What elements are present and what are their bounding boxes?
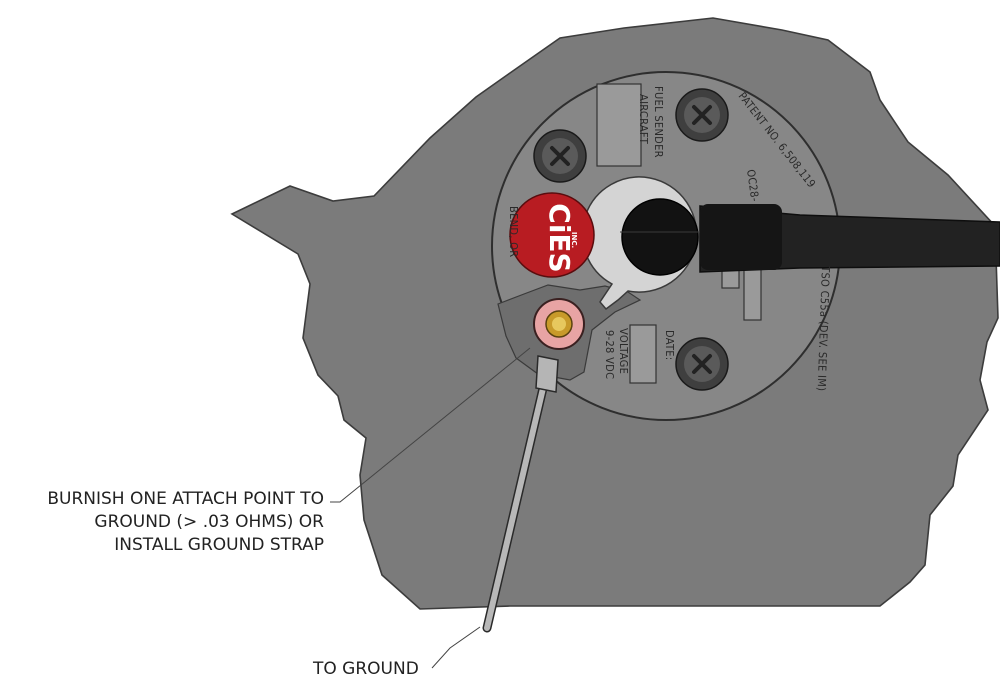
screw-top-right xyxy=(675,88,729,142)
date-label-box xyxy=(629,324,657,384)
plate-date: DATE: xyxy=(663,330,676,360)
plate-voltage: VOLTAGE xyxy=(617,328,630,374)
plate-tso: TSO C55a (DEV. SEE IM) xyxy=(815,265,832,392)
tab-rect-2 xyxy=(743,267,762,321)
burnish-callout-line-1: BURNISH ONE ATTACH POINT TO xyxy=(47,489,324,509)
burnish-callout: BURNISH ONE ATTACH POINT TO GROUND (> .0… xyxy=(47,488,324,557)
wire-crimp xyxy=(535,355,559,393)
plate-aircraft: AIRCRAFT xyxy=(637,94,650,145)
cies-logo: CiES INC. xyxy=(509,192,595,278)
plate-model: OC28- xyxy=(744,169,761,203)
fuel-sender-label-box xyxy=(596,83,642,167)
logo-subtext: INC. xyxy=(570,232,578,248)
cable-boot xyxy=(700,204,782,270)
ground-leader-line xyxy=(431,626,481,669)
burnish-leader-line xyxy=(330,347,531,503)
cable-connector-head xyxy=(621,198,699,276)
logo-text: CiES xyxy=(543,203,576,272)
plate-fuel-sender: FUEL SENDER xyxy=(652,86,665,158)
screw-top-left xyxy=(533,129,587,183)
ring-terminal xyxy=(533,298,585,350)
to-ground-callout: TO GROUND xyxy=(313,659,419,679)
plate-vdc: 9-28 VDC xyxy=(603,330,616,379)
plate-bend: BEND, OR xyxy=(507,206,520,257)
burnish-callout-line-3: INSTALL GROUND STRAP xyxy=(114,535,324,555)
screw-bottom-right xyxy=(675,337,729,391)
burnish-callout-line-2: GROUND (> .03 OHMS) OR xyxy=(94,512,324,532)
